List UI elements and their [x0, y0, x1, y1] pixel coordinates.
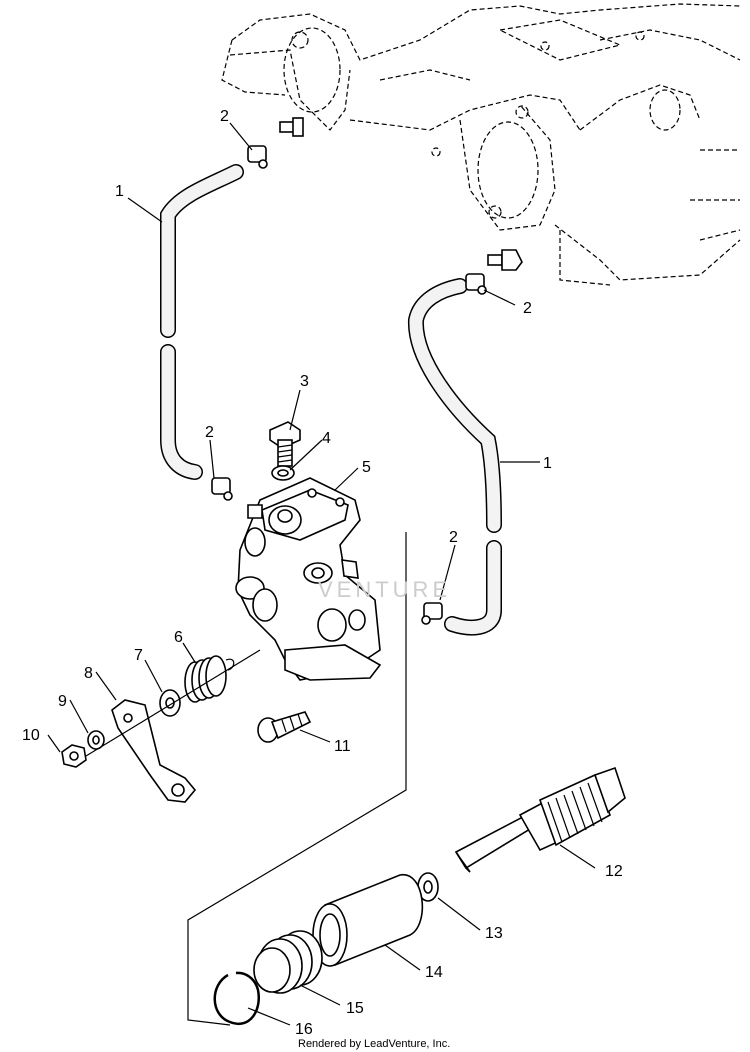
- lever-axis-line: [85, 649, 261, 757]
- callout-4: 4: [322, 430, 331, 447]
- sleeve-14: [312, 874, 424, 967]
- engine-block: [221, 3, 741, 286]
- hose-right: [407, 278, 502, 636]
- callout-5: 5: [362, 459, 371, 476]
- callout-2-left-mid: 2: [205, 424, 214, 441]
- callout-16: 16: [295, 1021, 313, 1038]
- screw-11: [257, 711, 312, 743]
- clamp-mid-right: [421, 602, 443, 625]
- callout-1-left: 1: [115, 183, 124, 200]
- callout-6: 6: [174, 629, 183, 646]
- engine-fitting-left: [279, 117, 304, 137]
- washer-9: [87, 730, 105, 750]
- callout-12: 12: [605, 863, 623, 880]
- clamp-top-right: [465, 273, 487, 295]
- callout-7: 7: [134, 647, 143, 664]
- callout-2-top: 2: [220, 108, 229, 125]
- assembly-bracket: [187, 532, 407, 1026]
- washer-7: [159, 689, 181, 717]
- callout-15: 15: [346, 1000, 364, 1017]
- lever-8: [111, 699, 197, 803]
- banjo-bolt: [269, 421, 301, 467]
- spring-6: [184, 655, 235, 703]
- spring-15: [253, 930, 323, 994]
- watermark-text: VENTURE: [318, 577, 451, 602]
- callout-2-right-top: 2: [523, 300, 532, 317]
- drive-gear-12: [454, 766, 626, 873]
- clamp-top-left: [247, 145, 268, 169]
- clamp-mid-left: [211, 477, 233, 501]
- engine-fitting-right: [487, 249, 523, 271]
- callout-11: 11: [334, 738, 351, 755]
- callout-3: 3: [300, 373, 309, 390]
- callout-14: 14: [425, 964, 443, 981]
- callout-2-right-mid: 2: [449, 529, 458, 546]
- washer-4: [271, 465, 295, 481]
- callout-13: 13: [485, 925, 503, 942]
- callout-1-right: 1: [543, 455, 552, 472]
- callout-10: 10: [22, 727, 40, 744]
- washer-13: [417, 872, 439, 902]
- oil-pump: [235, 477, 382, 681]
- hose-left: [160, 164, 244, 480]
- nut-10: [61, 744, 87, 768]
- leader-lines: [47, 122, 596, 1026]
- snap-ring-16: [213, 971, 260, 1025]
- callout-9: 9: [58, 693, 67, 710]
- footer-credit: Rendered by LeadVenture, Inc.: [298, 1038, 450, 1050]
- callout-8: 8: [84, 665, 93, 682]
